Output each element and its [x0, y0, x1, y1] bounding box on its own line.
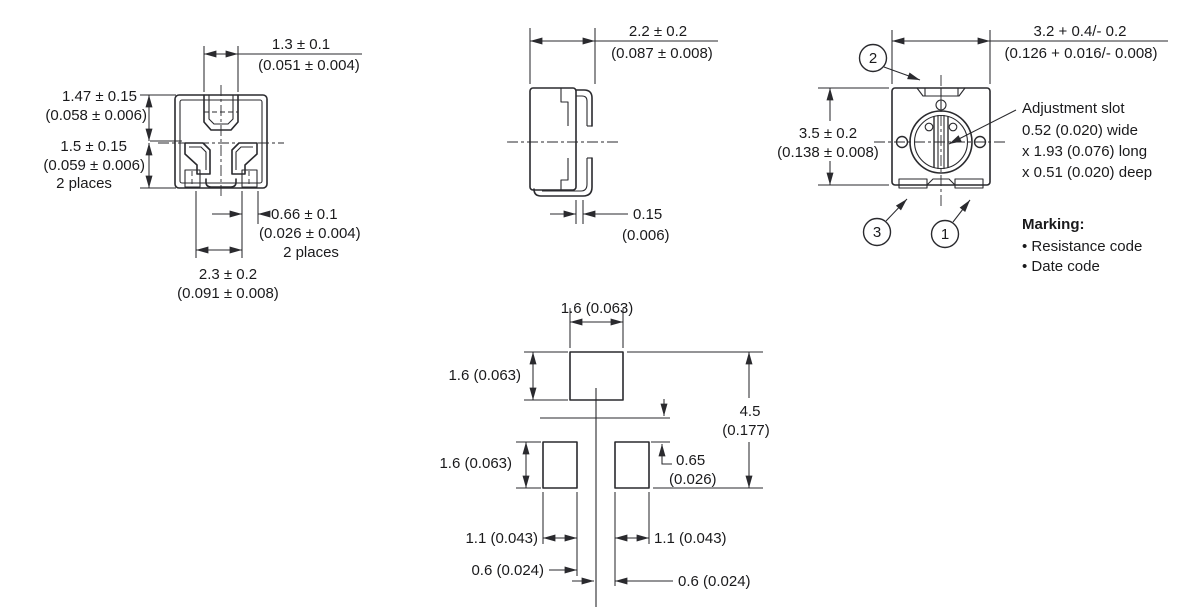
bottom-view-left-stub: [184, 169, 201, 188]
terminal-3-callout: [862, 217, 892, 247]
adjustment-slot-line3: x 0.51 (0.020) deep: [1022, 164, 1152, 181]
dim-span-mm: 2.3 ± 0.2: [199, 266, 257, 283]
land-pattern-dimensions: 1.6 (0.063) 1.6 (0.063) 4.5 (0.177) 0.65…: [439, 300, 769, 590]
terminal-2-callout: [858, 43, 888, 73]
terminal-1-label: 1: [941, 226, 949, 243]
side-view-step-lower: [560, 158, 569, 190]
adjustment-slot-title: Adjustment slot: [1022, 100, 1125, 117]
dim-overall-mm: 4.5: [740, 403, 761, 420]
side-view: 2.2 ± 0.2 (0.087 ± 0.008) 0.15 (0.006): [507, 23, 718, 244]
bottom-view: 1.3 ± 0.1 (0.051 ± 0.004) 1.47 ± 0.15 (0…: [43, 36, 362, 302]
dim-pad-width-right: 1.1 (0.043): [654, 530, 727, 547]
dim-lower-mm: 1.5 ± 0.15: [60, 138, 127, 155]
bottom-view-dimensions: 1.3 ± 0.1 (0.051 ± 0.004) 1.47 ± 0.15 (0…: [43, 36, 362, 302]
bottom-view-wiper-tab-inner: [208, 95, 234, 125]
top-view-dimensions: 3.2 + 0.4/- 0.2 (0.126 + 0.016/- 0.008) …: [777, 23, 1168, 186]
terminal-2-label: 2: [869, 50, 877, 67]
dim-thickness-in: (0.006): [622, 227, 670, 244]
adjustment-slot-line2: x 1.93 (0.076) long: [1022, 143, 1147, 160]
bottom-view-left-terminal-inner: [189, 146, 207, 170]
dim-span-in: (0.091 ± 0.008): [177, 285, 279, 302]
terminal-3-label: 3: [873, 224, 881, 241]
dim-upper-mm: 1.47 ± 0.15: [62, 88, 137, 105]
adjustment-slot-line1: 0.52 (0.020) wide: [1022, 122, 1138, 139]
side-view-step-upper: [560, 88, 569, 126]
dim-lower-in: (0.059 ± 0.006): [43, 157, 145, 174]
side-view-body: [529, 87, 577, 191]
lower-right-pad: [614, 441, 650, 489]
terminal-1-callout: [930, 219, 960, 249]
dim-terminal-mm: 0.66 ± 0.1: [271, 206, 338, 223]
bottom-view-left-terminal: [184, 142, 211, 175]
marking-item-resistance-code: • Resistance code: [1022, 238, 1142, 255]
dim-height-in: (0.138 ± 0.008): [777, 144, 879, 161]
dim-terminal-note: 2 places: [283, 244, 339, 261]
land-pattern: 1.6 (0.063) 1.6 (0.063) 4.5 (0.177) 0.65…: [439, 300, 770, 607]
dim-lower-pad-height: 1.6 (0.063): [439, 455, 512, 472]
dim-gap-left: 0.6 (0.024): [471, 562, 544, 579]
dim-depth-in: (0.087 ± 0.008): [611, 45, 713, 62]
lower-left-pad: [542, 441, 578, 489]
terminal-callouts: 2 3 1: [858, 43, 971, 249]
dim-tab-width-in: (0.051 ± 0.004): [258, 57, 360, 74]
dim-top-pad-height: 1.6 (0.063): [448, 367, 521, 384]
dim-pad-width-left: 1.1 (0.043): [465, 530, 538, 547]
dim-depth-mm: 2.2 ± 0.2: [629, 23, 687, 40]
side-view-clip-lower-inner: [542, 158, 588, 192]
dim-height-mm: 3.5 ± 0.2: [799, 125, 857, 142]
dim-width-mm: 3.2 + 0.4/- 0.2: [1034, 23, 1127, 40]
dim-gap-right: 0.6 (0.024): [678, 573, 751, 590]
dim-terminal-in: (0.026 ± 0.004): [259, 225, 361, 242]
rotor-hole: [924, 122, 934, 132]
dim-top-pad-width: 1.6 (0.063): [561, 300, 634, 317]
bottom-view-right-terminal-inner: [235, 146, 253, 170]
side-view-clip-lower: [533, 157, 593, 197]
bottom-terminal-left: [898, 178, 928, 189]
adjustment-slot-note: Adjustment slot 0.52 (0.020) wide x 1.93…: [948, 100, 1152, 181]
bottom-view-right-stub: [241, 169, 258, 188]
side-view-clip-upper: [575, 89, 593, 127]
side-view-clip-upper-inner: [576, 95, 588, 126]
top-view: 3.2 + 0.4/- 0.2 (0.126 + 0.016/- 0.008) …: [777, 23, 1168, 275]
rotor-hole: [948, 122, 958, 132]
bottom-view-right-terminal: [231, 142, 258, 175]
dim-thickness-mm: 0.15: [633, 206, 662, 223]
dim-offset-in: (0.026): [669, 471, 717, 488]
dim-overall-in: (0.177): [722, 422, 770, 439]
bottom-terminal-right: [954, 178, 984, 189]
dim-offset-mm: 0.65: [676, 452, 705, 469]
marking-title: Marking:: [1022, 216, 1085, 233]
marking-item-date-code: • Date code: [1022, 258, 1100, 275]
marking-note: Marking: • Resistance code • Date code: [1022, 216, 1142, 275]
side-view-dimensions: 2.2 ± 0.2 (0.087 ± 0.008) 0.15 (0.006): [529, 23, 718, 244]
dim-upper-in: (0.058 ± 0.006): [45, 107, 147, 124]
dim-width-in: (0.126 + 0.016/- 0.008): [1004, 45, 1157, 62]
dim-tab-width-mm: 1.3 ± 0.1: [272, 36, 330, 53]
dim-lower-note: 2 places: [56, 175, 112, 192]
